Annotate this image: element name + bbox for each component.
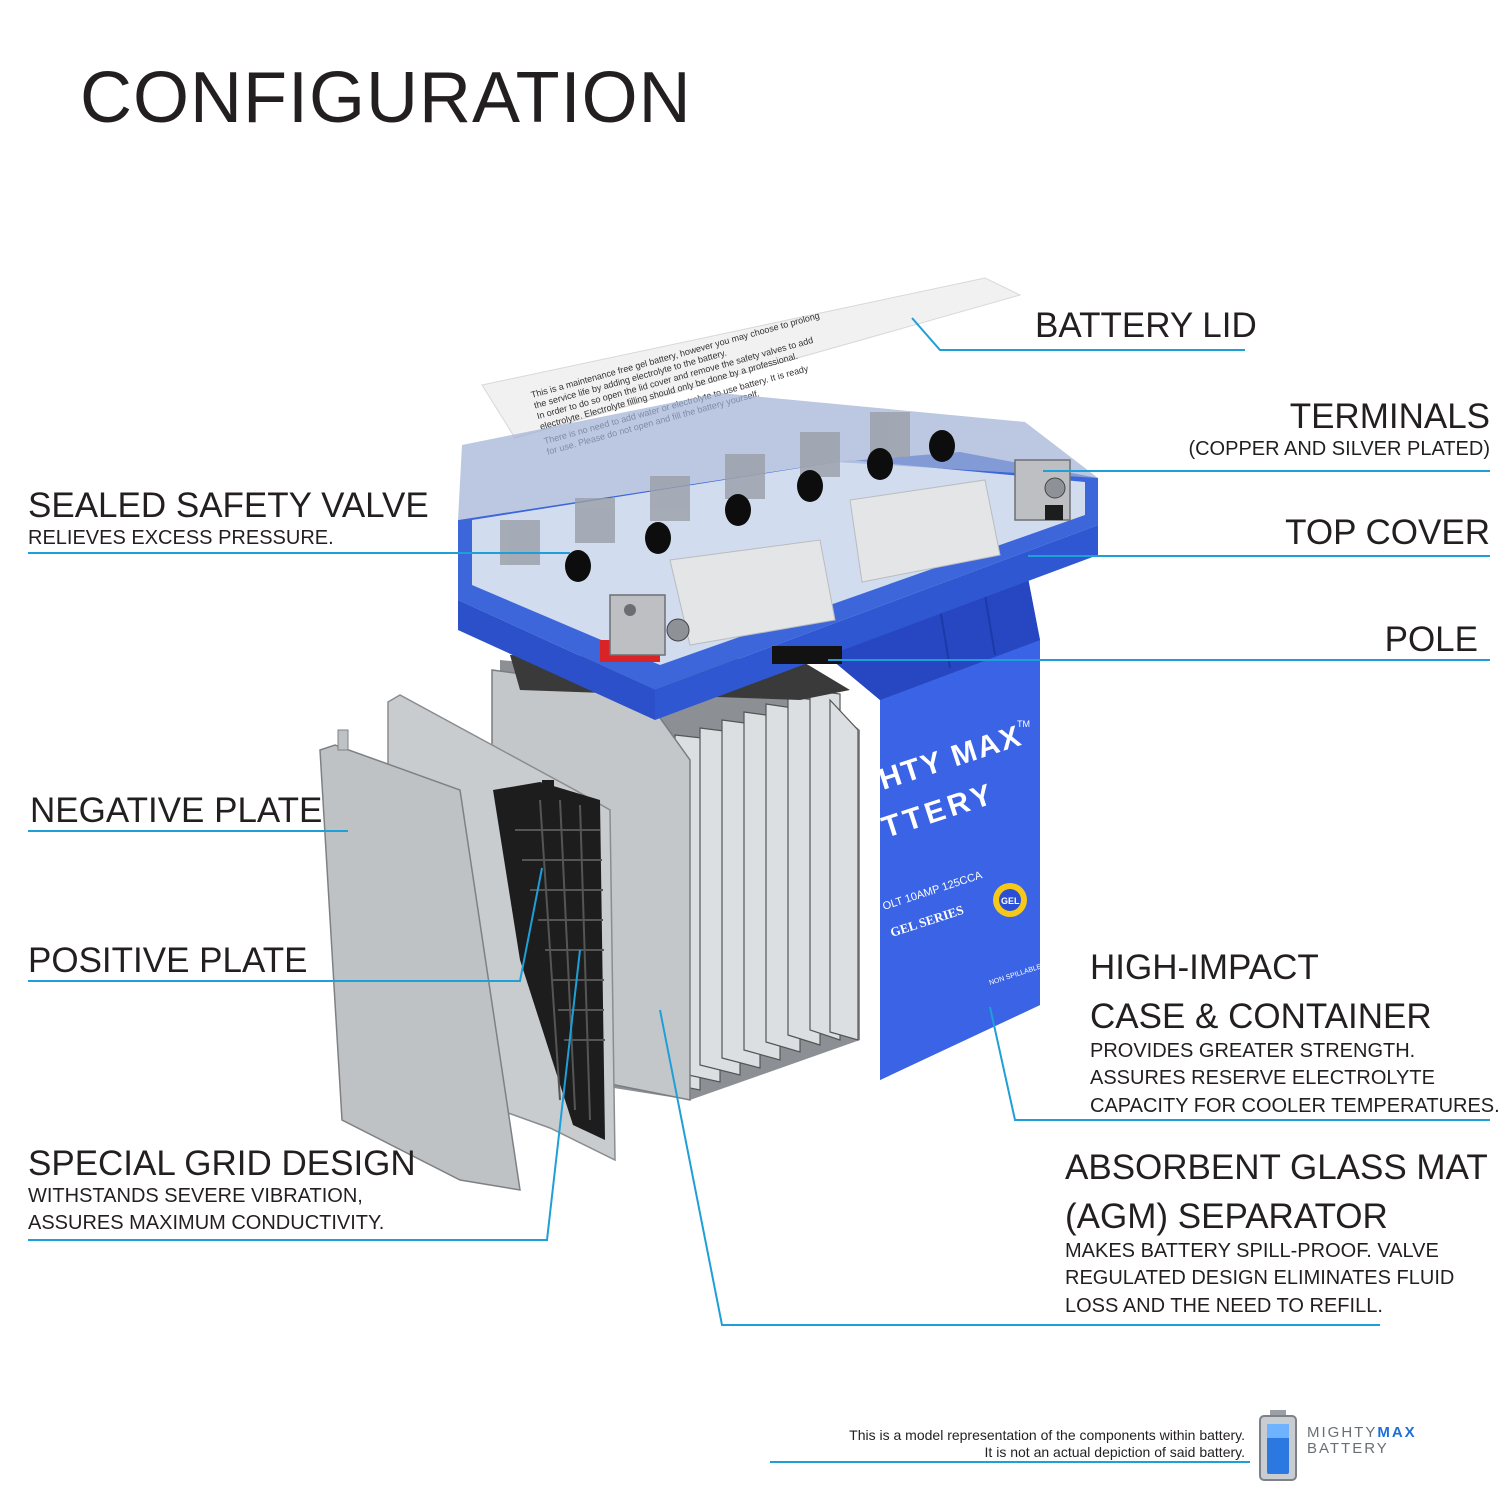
label-negative-plate: NEGATIVE PLATE [30,791,323,830]
footer-note: This is a model representation of the co… [849,1427,1245,1461]
case-gel-badge: GEL [1001,896,1020,906]
pole-connector [772,646,842,664]
label-sealed-safety-valve-desc: RELIEVES EXCESS PRESSURE. [28,526,334,549]
label-terminals-group: TERMINALS (COPPER AND SILVER PLATED) [970,397,1490,463]
leader-battery-lid [911,317,1245,351]
label-high-impact-line1: HIGH-IMPACT [1090,948,1319,987]
label-agm-line1: ABSORBENT GLASS MAT [1065,1148,1488,1187]
label-agm-line2: (AGM) SEPARATOR [1065,1196,1388,1236]
brand-logo-max: MAX [1377,1424,1417,1441]
page-title: CONFIGURATION [80,58,692,138]
label-high-impact-desc1: PROVIDES GREATER STRENGTH. [1090,1039,1416,1062]
case-trademark: TM [1017,719,1030,729]
label-agm-desc2: REGULATED DESIGN ELIMINATES FLUID [1065,1267,1455,1290]
label-special-grid-desc2: ASSURES MAXIMUM CONDUCTIVITY. [28,1212,385,1235]
terminal-negative [1014,459,1071,521]
leader-agm-separator [659,1009,1380,1326]
label-high-impact-desc3: CAPACITY FOR COOLER TEMPERATURES. [1090,1094,1500,1117]
label-top-cover: TOP COVER [1285,513,1490,552]
label-sealed-safety-valve: SEALED SAFETY VALVE [28,486,429,525]
label-positive-plate: POSITIVE PLATE [28,941,308,980]
negative-plate-sheet [319,729,521,1191]
label-agm-desc1: MAKES BATTERY SPILL-PROOF. VALVE [1065,1239,1439,1262]
leader-special-grid [28,949,581,1241]
label-terminals: TERMINALS [1289,397,1490,436]
label-special-grid-group: SPECIAL GRID DESIGN WITHSTANDS SEVERE VI… [28,1144,416,1238]
label-sealed-valve-group: SEALED SAFETY VALVE RELIEVES EXCESS PRES… [28,486,429,552]
battery-logo-icon [1258,1410,1298,1482]
battery-case: HTY MAX TTERY TM OLT 10AMP 125CCA GEL SE… [808,578,1043,1080]
label-battery-lid: BATTERY LID [1035,306,1257,345]
label-high-impact-desc2: ASSURES RESERVE ELECTROLYTE [1090,1067,1435,1090]
brand-logo-mighty: MIGHTY [1307,1424,1378,1441]
label-agm-group: ABSORBENT GLASS MAT (AGM) SEPARATOR MAKE… [1065,1148,1488,1320]
brand-logo-text: MIGHTYMAX BATTERY [1307,1425,1417,1457]
terminal-positive [600,594,690,662]
leader-positive-plate [28,867,543,982]
label-special-grid-desc1: WITHSTANDS SEVERE VIBRATION, [28,1184,363,1207]
brand-logo-battery: BATTERY [1307,1439,1389,1457]
leader-lines [28,317,1490,1463]
label-high-impact-line2: CASE & CONTAINER [1090,996,1432,1036]
label-special-grid-design: SPECIAL GRID DESIGN [28,1144,416,1183]
label-terminals-desc: (COPPER AND SILVER PLATED) [1188,437,1490,460]
leader-high-impact-case [989,1006,1490,1121]
footer-note-line1: This is a model representation of the co… [849,1427,1245,1443]
label-high-impact-group: HIGH-IMPACT CASE & CONTAINER PROVIDES GR… [1090,948,1500,1120]
label-pole: POLE [1384,620,1478,659]
label-agm-desc3: LOSS AND THE NEED TO REFILL. [1065,1294,1383,1317]
footer-note-line2: It is not an actual depiction of said ba… [984,1443,1245,1460]
